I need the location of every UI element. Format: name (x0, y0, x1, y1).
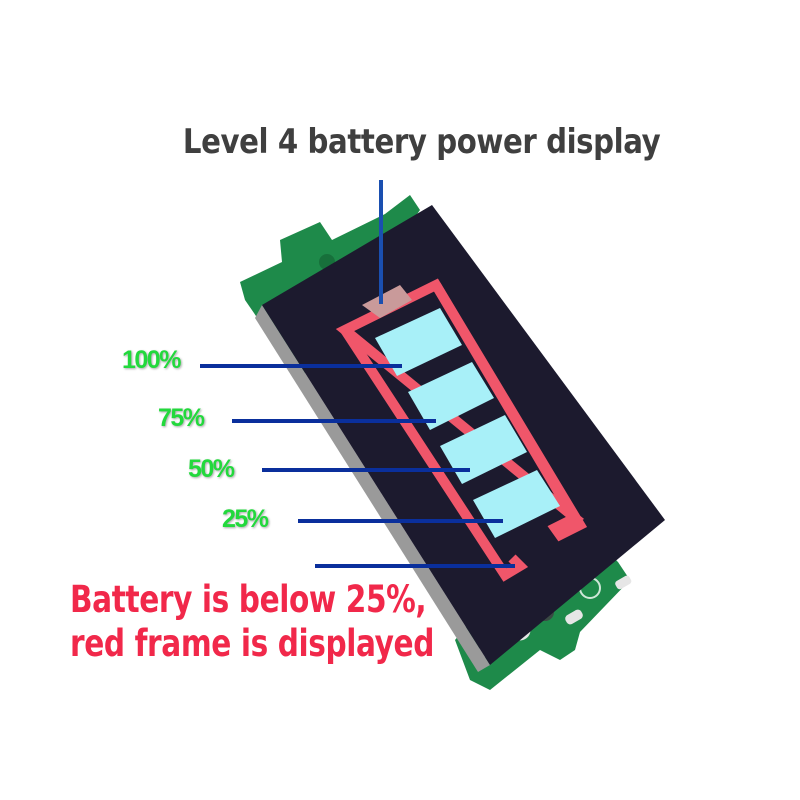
level-label-25: 25% (222, 505, 269, 533)
segment-75 (408, 362, 494, 430)
level-label-100: 100% (122, 346, 181, 374)
segment-100 (375, 308, 462, 376)
level-label-75: 75% (158, 404, 205, 432)
battery-tip (362, 285, 412, 318)
warning-line-1: Battery is below 25%, (70, 578, 427, 621)
module-side-edge (255, 305, 490, 672)
diagram-title: Level 4 battery power display (182, 122, 661, 162)
level-label-50: 50% (188, 455, 235, 483)
battery-frame-red (335, 278, 588, 582)
warning-line-2: red frame is displayed (70, 622, 435, 665)
segment-50 (440, 415, 527, 484)
low-battery-warning: Battery is below 25%, red frame is displ… (70, 578, 434, 666)
callout-lines (200, 180, 515, 568)
